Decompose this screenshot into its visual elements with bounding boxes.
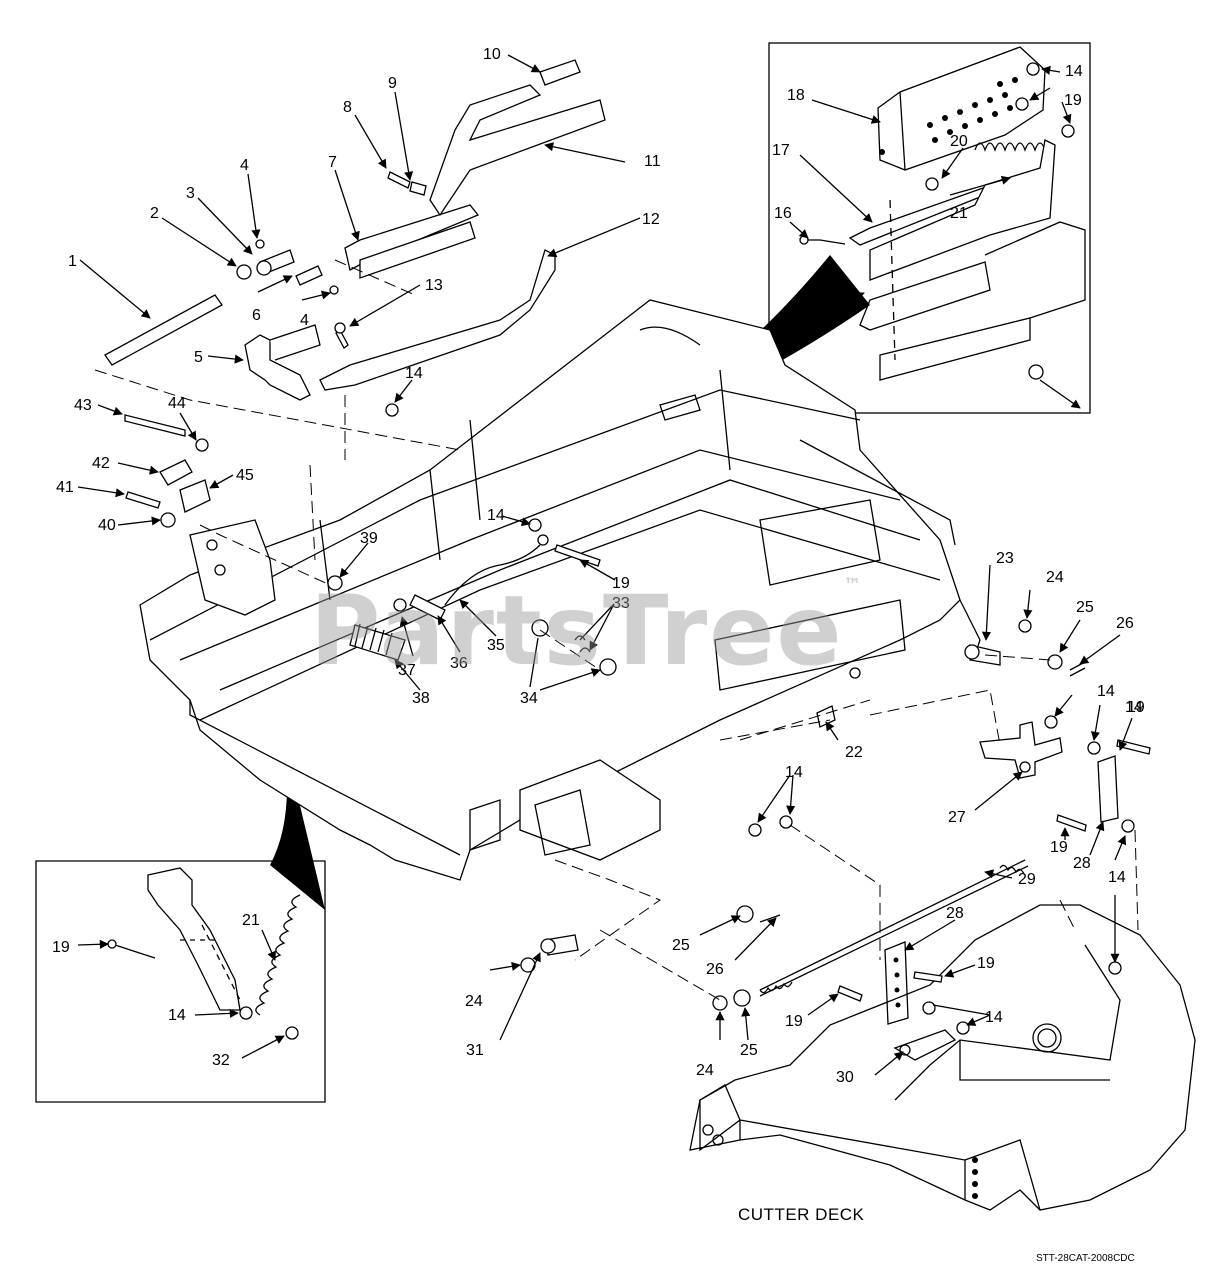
callout-36: 36: [450, 655, 468, 672]
watermark-logo: PartsTree™: [310, 575, 864, 687]
callout-14: 14: [985, 1009, 1003, 1026]
callout-30: 30: [836, 1069, 854, 1086]
callout-23: 23: [996, 550, 1014, 567]
callout-14: 14: [1097, 683, 1115, 700]
callout-14: 14: [1065, 63, 1083, 80]
callout-5: 5: [194, 349, 203, 366]
callout-15: 15: [778, 312, 796, 329]
callout-19: 19: [612, 575, 630, 592]
callout-leaders: [77, 54, 1133, 1076]
callout-14: 14: [405, 365, 423, 382]
detail-inset-bottom-left: [35, 860, 326, 1103]
callout-29: 29: [1018, 871, 1036, 888]
callout-19: 19: [1064, 92, 1082, 109]
callout-26: 26: [706, 961, 724, 978]
diagram-title: CUTTER DECK: [738, 1205, 865, 1224]
callout-8: 8: [343, 99, 352, 116]
callout-20: 20: [950, 133, 968, 150]
assembly-guide-lines: [94, 259, 1139, 1001]
callout-4: 4: [240, 157, 249, 174]
callout-14: 14: [785, 764, 803, 781]
callout-3: 3: [186, 185, 195, 202]
callout-14: 14: [1125, 699, 1143, 716]
callout-43: 43: [74, 397, 92, 414]
callout-45: 45: [236, 467, 254, 484]
callout-38: 38: [412, 690, 430, 707]
callout-37: 37: [398, 662, 416, 679]
callout-10: 10: [483, 46, 501, 63]
callout-35: 35: [487, 637, 505, 654]
callout-41: 41: [56, 479, 74, 496]
callout-32: 32: [212, 1052, 230, 1069]
callout-7: 7: [328, 154, 337, 171]
callout-19: 19: [977, 955, 995, 972]
callout-22: 22: [845, 744, 863, 761]
callout-2: 2: [150, 205, 159, 222]
callout-28: 28: [1073, 855, 1091, 872]
callout-14: 14: [487, 507, 505, 524]
callout-19: 19: [785, 1013, 803, 1030]
detail-inset-top-right: [768, 42, 1091, 414]
callout-25: 25: [1076, 599, 1094, 616]
callout-24: 24: [696, 1062, 714, 1079]
callout-13: 13: [425, 277, 443, 294]
callout-26: 26: [1116, 615, 1134, 632]
callout-25: 25: [740, 1042, 758, 1059]
callout-24: 24: [465, 993, 483, 1010]
callout-44: 44: [168, 395, 186, 412]
callout-24: 24: [1046, 569, 1064, 586]
callout-17: 17: [772, 142, 790, 159]
callout-14: 14: [168, 1007, 186, 1024]
detail-pointer-right: [428, 255, 870, 483]
callout-40: 40: [98, 517, 116, 534]
callout-19: 19: [1127, 699, 1145, 716]
callout-21: 21: [242, 912, 260, 929]
callout-labels: 1 2 3 4 4 5 6 7 8 9 10 11 12 13 14 14 14…: [52, 46, 1145, 1086]
callout-16: 16: [774, 205, 792, 222]
callout-1: 1: [68, 253, 77, 270]
tractor-frame: [139, 299, 981, 881]
callout-28: 28: [946, 905, 964, 922]
callout-14: 14: [1108, 869, 1126, 886]
callout-12: 12: [642, 211, 660, 228]
callout-42: 42: [92, 455, 110, 472]
callout-18: 18: [787, 87, 805, 104]
callout-9: 9: [388, 75, 397, 92]
callout-31: 31: [466, 1042, 484, 1059]
callout-6: 6: [252, 307, 261, 324]
callout-11: 11: [644, 153, 661, 170]
callout-19: 19: [1050, 839, 1068, 856]
callout-27: 27: [948, 809, 966, 826]
callout-19: 19: [52, 939, 70, 956]
callout-25: 25: [672, 937, 690, 954]
callout-4: 4: [300, 312, 309, 329]
callout-34: 34: [520, 690, 538, 707]
callout-39: 39: [360, 530, 378, 547]
callout-21: 21: [950, 205, 968, 222]
callout-33: 33: [612, 595, 630, 612]
drawing-code: STT-28CAT-2008CDC: [1036, 1253, 1135, 1264]
cutter-deck: [689, 859, 1196, 1211]
